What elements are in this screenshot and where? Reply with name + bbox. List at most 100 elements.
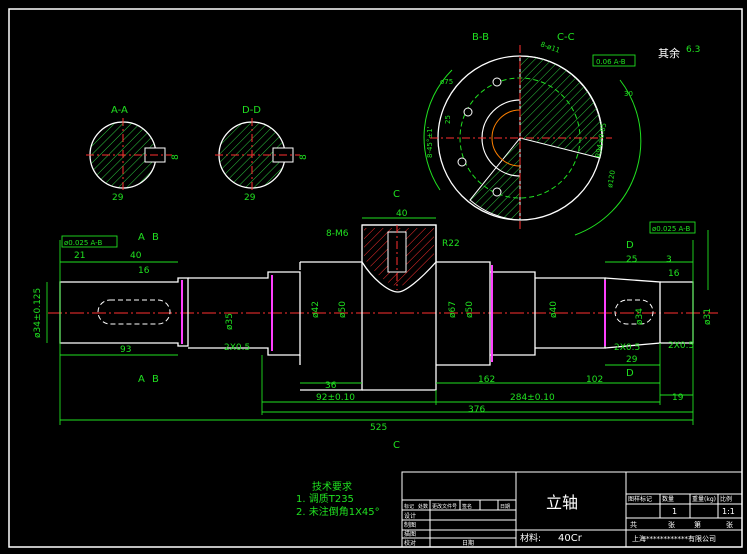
dim-102: 102: [586, 375, 603, 385]
dim-3: 3: [666, 255, 672, 265]
total-label: 共: [630, 520, 637, 529]
rev-h3: 更改文件号: [432, 503, 457, 510]
tol-top: 0.06 A-B: [596, 58, 626, 66]
part-name: 立轴: [546, 493, 578, 512]
section-aa: [86, 118, 172, 192]
qty-value: 1: [672, 507, 677, 516]
dim-21: 21: [74, 251, 85, 261]
label-aa: A-A: [111, 105, 128, 116]
dim-phi31: ø31: [703, 308, 713, 325]
rev-h4: 签名: [462, 503, 472, 510]
hdr-qty: 数量: [662, 495, 674, 503]
row-draw: 制图: [404, 521, 416, 529]
mark-c-bottom: C: [393, 440, 400, 451]
hdr-scale: 比例: [720, 495, 732, 503]
dim-phi35: ø35: [225, 313, 235, 330]
dimension-lines: [46, 217, 709, 425]
dim-phi67: ø67: [448, 301, 458, 318]
material-label: 材料:: [520, 532, 541, 544]
tolerance-frames: [61, 54, 696, 248]
dim-525: 525: [370, 423, 387, 433]
mark-a-top: A: [138, 232, 145, 243]
section-dd: [215, 118, 300, 192]
dim-29: 29: [626, 355, 638, 365]
right-keyway: [614, 299, 654, 325]
mark-c-top: C: [393, 189, 400, 200]
dim-25: 25: [626, 255, 637, 265]
dim-2x05b: 2X0.5: [614, 343, 640, 353]
rev-h2: 处数: [418, 503, 428, 510]
dim-36: 36: [325, 381, 337, 391]
center-hub-section: [361, 224, 437, 293]
shaft-main-view: [48, 224, 718, 391]
mark-b-bottom: B: [152, 374, 159, 385]
cc-30: 30: [624, 90, 633, 98]
dim-phi50a: ø50: [338, 301, 348, 318]
row-date: 日期: [462, 539, 474, 547]
roughness-value: 6.3: [686, 45, 700, 55]
row-desc: 描图: [404, 530, 416, 538]
dim-phi34b: ø34: [635, 308, 645, 325]
page-suffix: 张: [726, 520, 733, 529]
tol-right: ø0.025 A-B: [652, 225, 690, 233]
page-label: 第: [694, 520, 701, 529]
dim-16a: 16: [138, 266, 150, 276]
tech-title: 技术要求: [312, 480, 352, 493]
dim-phi40: ø40: [549, 301, 559, 318]
hdr-mark: 图样标记: [628, 495, 652, 503]
flange-view: [423, 45, 642, 236]
cc-phi75: ø75: [440, 78, 453, 86]
dim-phi34: ø34±0.125: [33, 288, 43, 338]
dim-19: 19: [672, 393, 684, 403]
material-value: 40Cr: [558, 533, 583, 544]
dim-376: 376: [468, 405, 485, 415]
company-name: 上海************有限公司: [632, 534, 716, 543]
dim-2x05a: 2X0.5: [224, 343, 250, 353]
dim-dd-width: 29: [244, 193, 256, 203]
mark-b-top: B: [152, 232, 159, 243]
label-dd: D-D: [242, 105, 261, 116]
dim-dd-h: 8: [299, 154, 309, 160]
dim-phi50b: ø50: [465, 301, 475, 318]
dim-92: 92±0.10: [316, 393, 355, 403]
tech-requirements: 技术要求 1. 调质T235 2. 未注倒角1X45°: [296, 480, 380, 518]
tol-left: ø0.025 A-B: [64, 239, 102, 247]
rev-h1: 标记: [404, 503, 414, 510]
dim-284: 284±0.10: [510, 393, 555, 403]
dim-8m6: 8-M6: [326, 229, 349, 239]
hdr-weight: 重量(kg): [692, 495, 716, 503]
tech-item-2: 2. 未注倒角1X45°: [296, 505, 380, 518]
tech-item-1: 1. 调质T235: [296, 493, 354, 505]
cc-phi120: ø120: [606, 170, 617, 189]
cc-8-45: 8-45°±1': [426, 126, 434, 158]
dim-93: 93: [120, 345, 131, 355]
sheet-border: [8, 8, 743, 548]
dim-40a: 40: [130, 251, 142, 261]
left-keyway: [97, 299, 171, 325]
dim-2x05c: 2X0.5: [668, 341, 694, 351]
row-check: 校对: [404, 539, 416, 547]
label-cc: C-C: [557, 32, 575, 43]
roughness-note: 其余 6.3: [658, 45, 700, 60]
cc-25: 25: [444, 115, 452, 124]
title-block-text: 立轴 材料: 40Cr 上海************有限公司 图样标记 数量 重…: [404, 493, 735, 547]
dim-aa-width: 29: [112, 193, 124, 203]
rev-h5: 日期: [500, 504, 510, 510]
scale-value: 1:1: [722, 507, 735, 516]
mark-d-top: D: [626, 240, 634, 251]
dim-phi42: ø42: [311, 301, 321, 318]
mark-a-bottom: A: [138, 374, 145, 385]
sheet-label: 张: [668, 520, 675, 529]
title-block-lines: [401, 471, 743, 548]
bearing-marks: [181, 265, 606, 362]
mark-d-bottom: D: [626, 368, 634, 379]
dim-16b: 16: [668, 269, 680, 279]
label-bb: B-B: [472, 32, 489, 43]
dim-r22: R22: [442, 239, 460, 249]
dim-162: 162: [478, 375, 495, 385]
dim-40top: 40: [396, 209, 408, 219]
dim-aa-h: 8: [171, 154, 181, 160]
view-labels: A-A D-D B-B C-C A B A B C C D D: [111, 32, 634, 451]
